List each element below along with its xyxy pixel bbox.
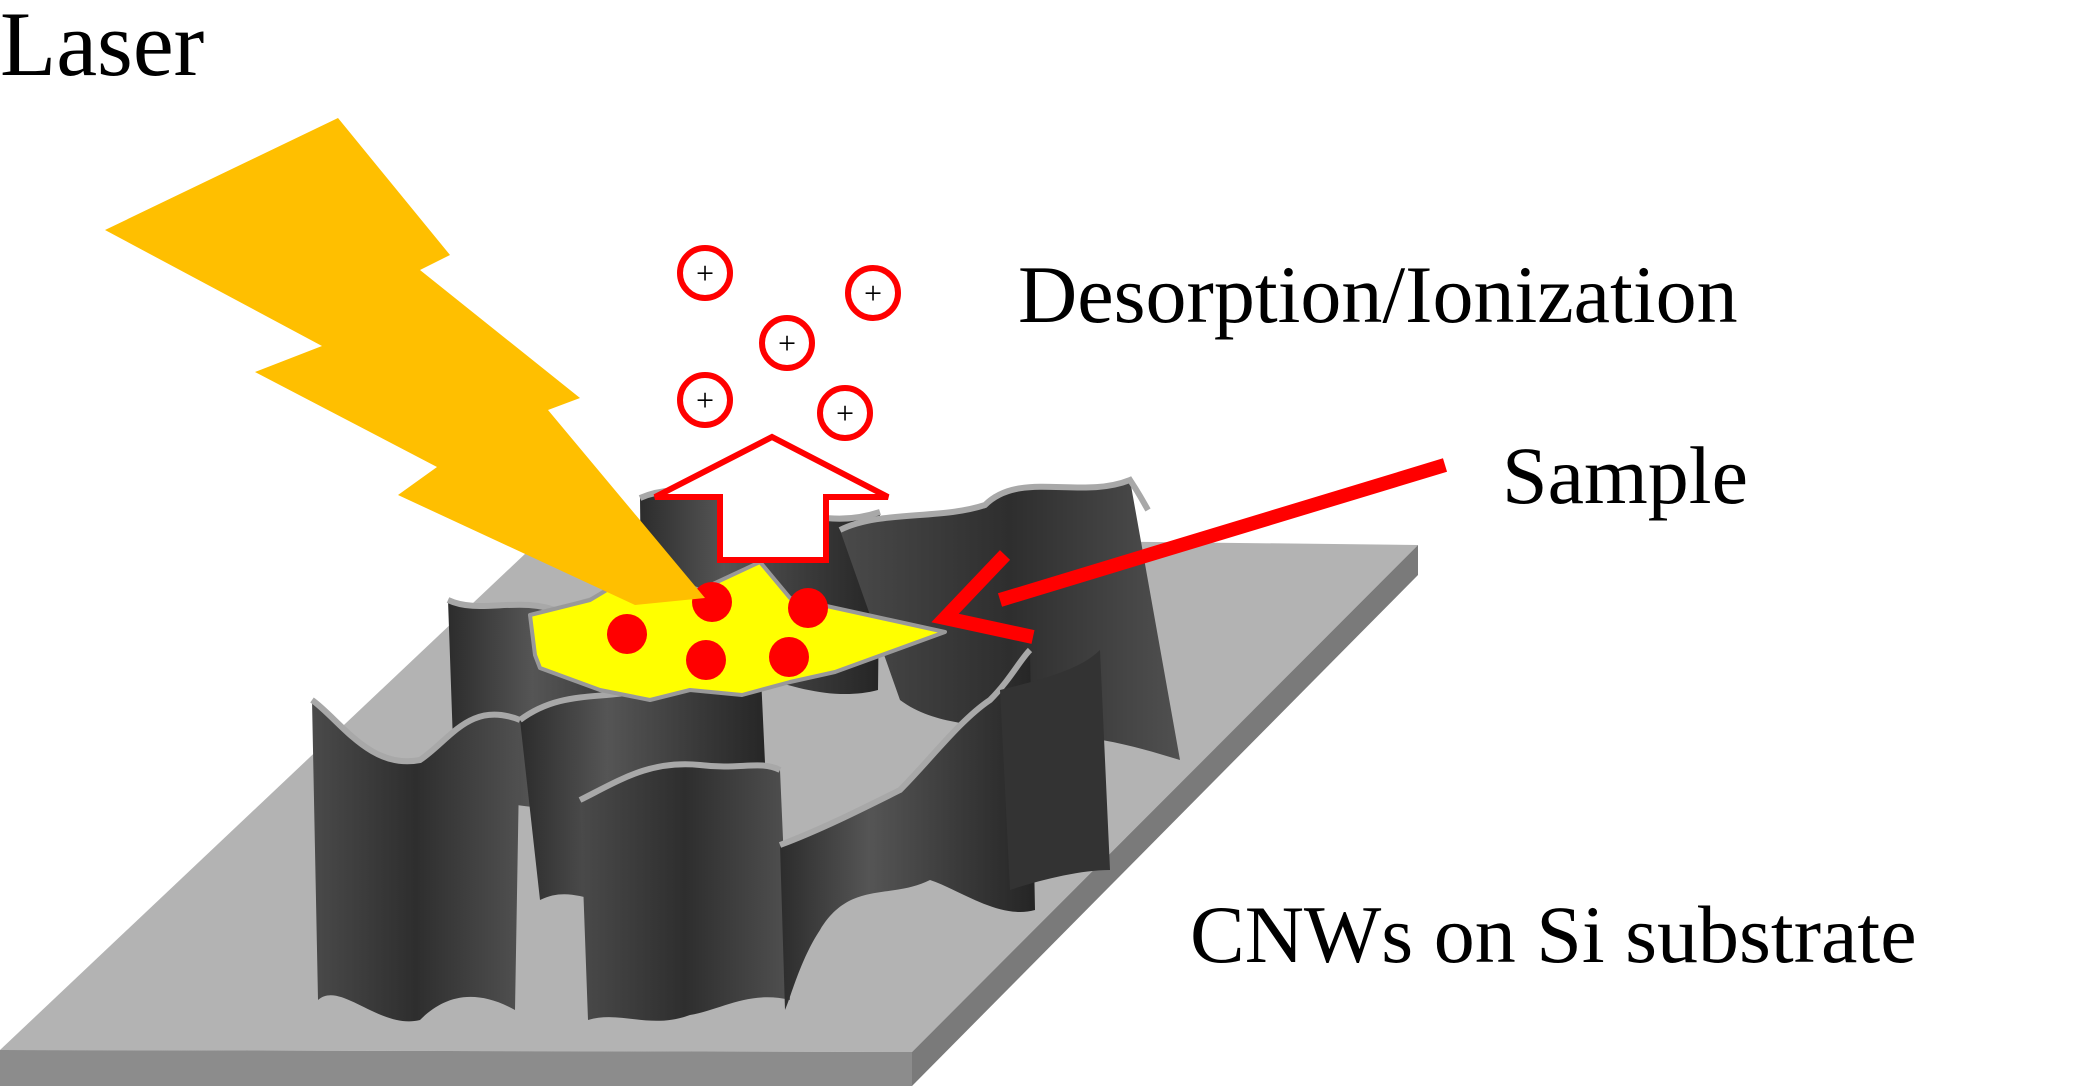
substrate-side-edge — [912, 545, 1418, 1086]
sample-dot — [607, 614, 647, 654]
nanowall-right — [1000, 650, 1110, 890]
substrate-label: CNWs on Si substrate — [1190, 889, 1917, 980]
svg-text:+: + — [696, 382, 714, 418]
sample-dot — [769, 637, 809, 677]
laser-label: Laser — [0, 0, 204, 95]
svg-text:+: + — [696, 255, 714, 291]
nanowall-front-left — [312, 700, 520, 1022]
sample-dot — [692, 582, 732, 622]
desorption-arrow-icon — [640, 390, 670, 485]
substrate-front-edge — [0, 1050, 912, 1086]
sample-pointer-arrow-icon — [931, 458, 1448, 644]
sample-label: Sample — [1502, 430, 1748, 521]
desorption-arrow-icon — [653, 433, 890, 563]
ion-icon: + — [759, 315, 815, 371]
sample-dot — [686, 640, 726, 680]
ion-icon: + — [817, 385, 873, 441]
svg-text:+: + — [778, 325, 796, 361]
ion-icon: + — [677, 372, 733, 428]
ions: + + + + + — [677, 245, 901, 441]
laser-bolt-icon — [105, 118, 705, 605]
desorption-label: Desorption/Ionization — [1018, 249, 1738, 340]
svg-text:+: + — [836, 395, 854, 431]
svg-text:+: + — [864, 275, 882, 311]
ion-icon: + — [845, 265, 901, 321]
nanowall-front-bottom — [580, 764, 790, 1021]
nanowall-front-right — [780, 650, 1035, 1010]
sample-molecules — [607, 582, 828, 680]
sample-dot — [788, 588, 828, 628]
ion-icon: + — [677, 245, 733, 301]
